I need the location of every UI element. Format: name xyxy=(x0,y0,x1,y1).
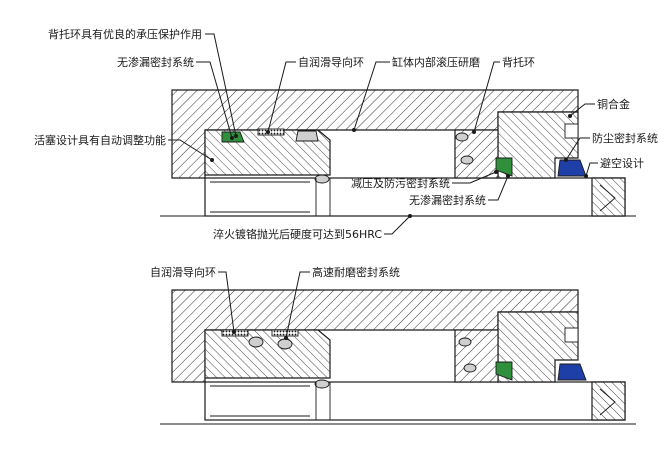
label-self-lube-guide-bottom: 自润滑导向环 xyxy=(150,265,216,279)
piston-body-bottom xyxy=(204,329,331,379)
label-zero-leak-left: 无渗漏密封系统 xyxy=(117,55,194,69)
bearing-block-bottom xyxy=(454,329,499,383)
label-piston-self-adjust: 活塞设计具有自动调整功能 xyxy=(34,133,166,147)
leader-dots-bottom xyxy=(232,330,288,340)
leader-lines-top xyxy=(168,33,598,235)
o-ring-top-1 xyxy=(455,132,469,142)
label-clearance-design: 避空设计 xyxy=(600,156,644,170)
label-copper-alloy: 铜合金 xyxy=(597,97,630,111)
label-backup-ring-bearing: 背托环具有优良的承压保护作用 xyxy=(48,27,202,41)
o-ring-bottom-3 xyxy=(314,379,330,389)
rod-end-top xyxy=(591,177,626,217)
piston-o-ring-bottom-1 xyxy=(248,336,264,348)
o-ring-bottom-1 xyxy=(458,337,472,347)
label-self-lube-guide-top: 自润滑导向环 xyxy=(298,55,364,69)
guide-ring-bottom-2 xyxy=(271,329,299,337)
label-rod-hardness: 淬火镀铬抛光后硬度可达到56HRC xyxy=(213,227,382,241)
gland-port-bottom xyxy=(564,327,579,343)
green-seal-rod-top xyxy=(495,157,513,177)
o-ring-top-3 xyxy=(314,174,330,184)
piston-o-ring-bottom-2 xyxy=(277,338,293,350)
bottom-assembly xyxy=(160,289,636,425)
blue-dust-seal-top xyxy=(557,159,587,177)
piston-rod-top xyxy=(204,177,626,217)
label-pressure-reduce-antifoul: 减压及防污密封系统 xyxy=(351,176,450,190)
label-backup-ring: 背托环 xyxy=(502,55,535,69)
label-bore-roller-burnish: 缸体内部滚压研磨 xyxy=(392,55,480,69)
guide-ring-top xyxy=(257,128,285,136)
gland-port-top xyxy=(564,123,579,139)
u-cup-seal-top xyxy=(295,130,319,142)
o-ring-top-2 xyxy=(460,155,474,165)
label-dust-seal: 防尘密封系统 xyxy=(592,131,658,145)
piston-rod-bottom xyxy=(204,381,626,421)
green-seal-rod-bottom xyxy=(495,361,513,381)
o-ring-bottom-2 xyxy=(463,363,477,373)
blue-dust-seal-bottom xyxy=(557,363,587,381)
leader-lines-bottom xyxy=(218,271,310,339)
leader-dots-top xyxy=(210,114,588,218)
top-assembly xyxy=(160,89,636,217)
rod-end-bottom xyxy=(591,381,626,421)
label-high-speed-seal: 高速耐磨密封系统 xyxy=(312,265,400,279)
label-zero-leak-right: 无渗漏密封系统 xyxy=(409,193,486,207)
